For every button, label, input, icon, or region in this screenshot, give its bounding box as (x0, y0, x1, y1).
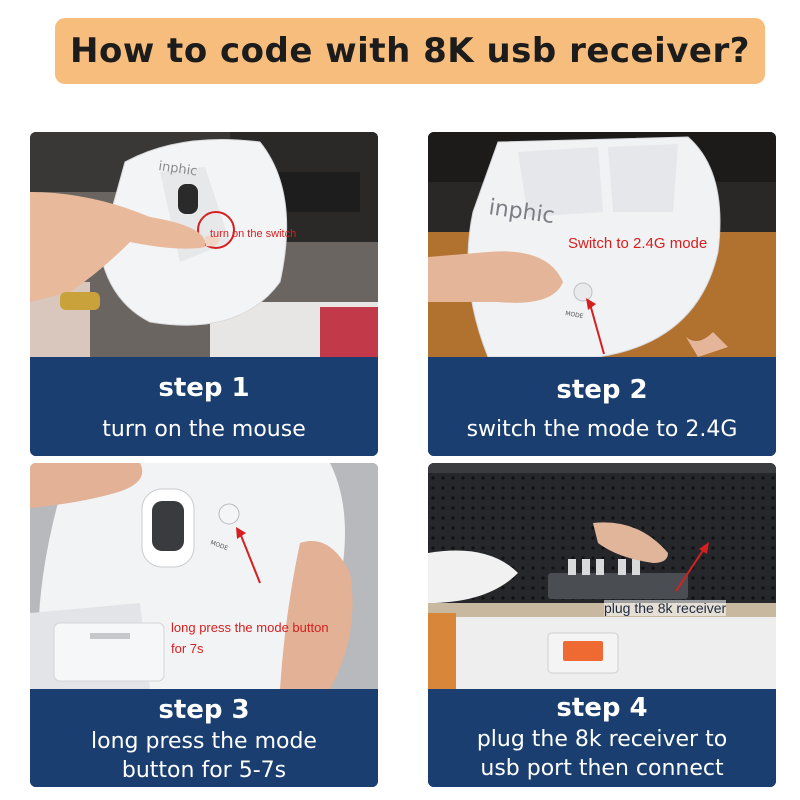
step-1-title: step 1 (158, 373, 250, 403)
inphic-brand-text: inphic (157, 159, 198, 179)
step-1-description: turn on the mouse (102, 417, 306, 442)
step-2-caption: step 2 switch the mode to 2.4G (428, 357, 776, 456)
step-2-photo: inphic MODE Switch to 2.4G mode (428, 132, 776, 357)
title-banner: How to code with 8K usb receiver? (55, 18, 765, 84)
step-4-description-line-1: plug the 8k receiver to (476, 727, 728, 752)
step-4-description-line-2: usb port then connect (480, 756, 724, 781)
step-3-card: MODE long press the mode button for 7s s… (30, 463, 378, 787)
step-3-annotation-line-1: long press the mode button (171, 620, 329, 635)
step-3-annotation-line-2: for 7s (171, 641, 204, 656)
mouse-switch-photo: inphic (30, 132, 378, 357)
step-3-caption: step 3 long press the mode button for 5-… (30, 689, 378, 787)
step-3-description-line-2: button for 5-7s (121, 758, 287, 783)
step-2-card: inphic MODE Switch to 2.4G mode step 2 s… (428, 132, 776, 456)
step-1-photo: inphic turn on the switch (30, 132, 378, 357)
step-3-photo: MODE long press the mode button for 7s (30, 463, 378, 689)
step-3-title: step 3 (158, 695, 250, 725)
step-4-card: plug the 8k receiver step 4 plug the 8k … (428, 463, 776, 787)
receiver-plug-photo (428, 463, 776, 689)
step-1-card: inphic turn on the switch step 1 turn on… (30, 132, 378, 456)
step-4-annotation: plug the 8k receiver (604, 600, 727, 616)
step-1-annotation: turn on the switch (210, 228, 297, 240)
step-3-description-line-1: long press the mode (91, 729, 317, 754)
mouse-mode-photo: inphic MODE (428, 132, 776, 357)
mouse-press-photo: MODE (30, 463, 378, 689)
step-4-title: step 4 (556, 693, 648, 723)
step-2-title: step 2 (556, 375, 648, 405)
step-2-annotation: Switch to 2.4G mode (568, 235, 708, 252)
step-4-photo: plug the 8k receiver (428, 463, 776, 689)
step-2-description: switch the mode to 2.4G (466, 417, 738, 442)
step-1-caption: step 1 turn on the mouse (30, 357, 378, 456)
page-title: How to code with 8K usb receiver? (70, 31, 750, 71)
step-4-caption: step 4 plug the 8k receiver to usb port … (428, 689, 776, 787)
mode-label-text: MODE (565, 310, 584, 320)
